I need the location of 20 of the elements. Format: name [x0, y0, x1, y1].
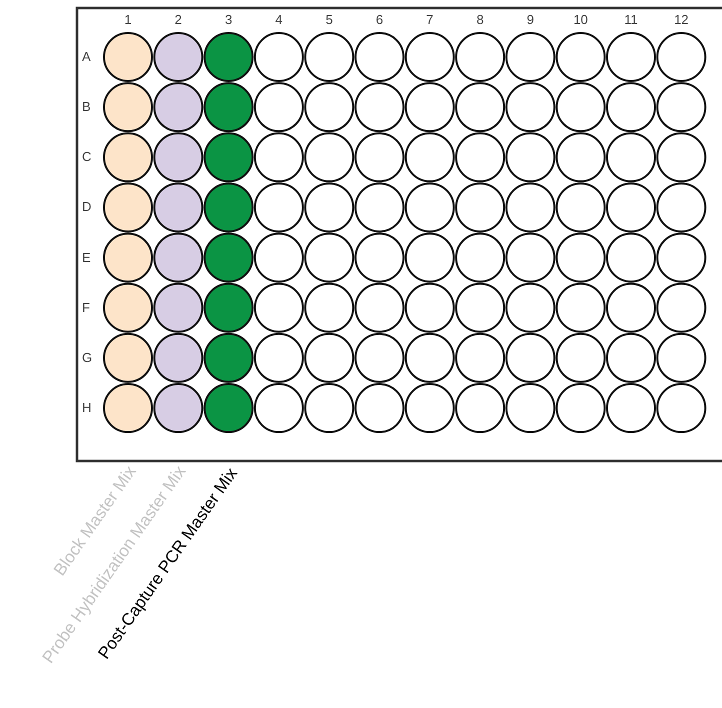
row-letter: D [82, 199, 92, 216]
column-number: 2 [174, 12, 182, 28]
column-number: 10 [573, 12, 588, 28]
column-number: 12 [674, 12, 689, 28]
row-letter: H [82, 400, 92, 416]
row-letter: E [82, 250, 91, 266]
column-number: 11 [624, 12, 638, 28]
column-number: 7 [426, 12, 434, 28]
column-number: 9 [526, 12, 534, 28]
column-number: 3 [224, 12, 232, 28]
column-number: 6 [376, 12, 384, 28]
row-letter: B [82, 99, 91, 116]
row-letter: C [82, 149, 92, 166]
row-letter: F [82, 300, 90, 316]
column-number: 4 [275, 12, 282, 28]
column-number: 5 [326, 12, 333, 28]
row-letter: G [82, 350, 92, 366]
column-number: 1 [124, 12, 132, 28]
column-number: 8 [476, 12, 484, 28]
row-letter: A [82, 49, 91, 65]
